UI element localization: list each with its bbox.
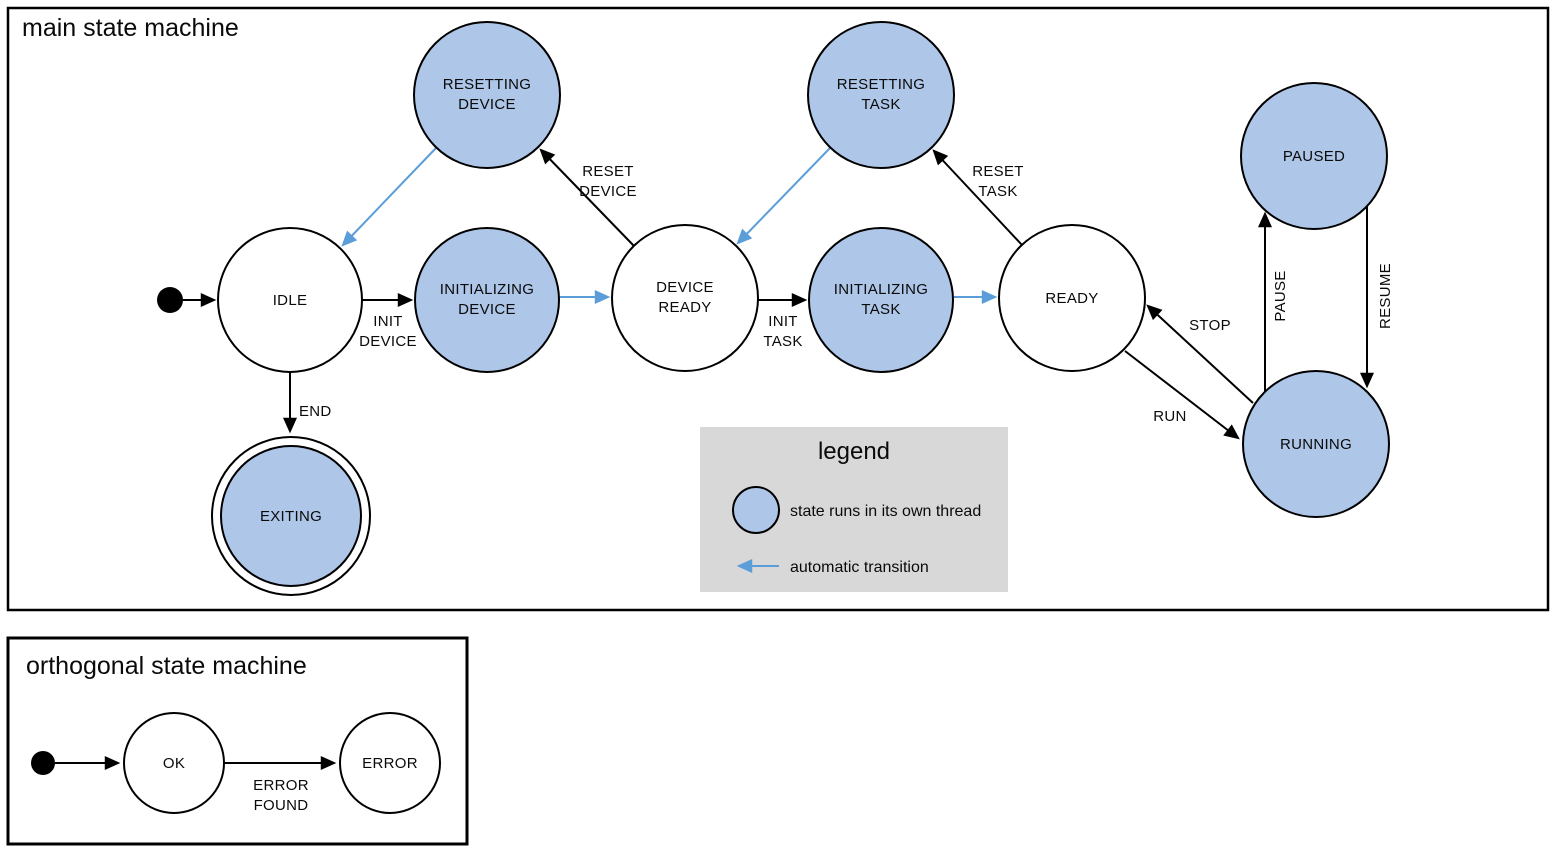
thread-state-icon — [732, 486, 780, 534]
main-state-machine: main state machine INIT DEVICE RESET DEV… — [6, 6, 1550, 612]
transition-end: END — [283, 372, 332, 434]
state-label: TASK — [861, 96, 900, 113]
state-label: OK — [163, 755, 185, 772]
transition-label: TASK — [978, 183, 1017, 200]
state-label: RESETTING — [443, 76, 532, 93]
orthogonal-machine-title: orthogonal state machine — [26, 652, 307, 680]
transition-reset-task: RESET TASK — [932, 149, 1024, 246]
legend-item-label: state runs in its own thread — [790, 503, 981, 520]
state-initializing-task: INITIALIZING TASK — [808, 227, 954, 373]
state-label: RESETTING — [837, 76, 926, 93]
transition-stop: STOP — [1146, 304, 1254, 404]
state-label: READY — [1045, 290, 1098, 307]
transition-label: RUN — [1153, 408, 1186, 425]
state-label: IDLE — [273, 292, 308, 309]
transition-label: END — [299, 403, 332, 420]
transition-label: DEVICE — [359, 333, 417, 350]
transition-label: RESUME — [1377, 263, 1394, 329]
state-running: RUNNING — [1242, 370, 1390, 518]
transition-auto-resetting-task-to-device-ready — [736, 147, 831, 245]
transition-init-task: INIT TASK — [758, 293, 808, 350]
legend-item-label: automatic transition — [790, 559, 929, 576]
state-device-ready: DEVICE READY — [611, 224, 759, 372]
transition-label: RESET — [972, 163, 1024, 180]
transition-label: RESET — [582, 163, 634, 180]
transition-label: DEVICE — [579, 183, 637, 200]
orthogonal-state-machine: orthogonal state machine ERROR FOUND OK … — [6, 636, 469, 846]
transition-auto-resetting-device-to-idle — [341, 147, 437, 247]
state-label: TASK — [861, 301, 900, 318]
transition-reset-device: RESET DEVICE — [539, 148, 637, 247]
legend-item-thread-state: state runs in its own thread — [732, 486, 981, 534]
state-label: DEVICE — [458, 301, 516, 318]
state-label: DEVICE — [458, 96, 516, 113]
transition-label: ERROR — [253, 777, 309, 794]
legend-box: legend state runs in its own thread auto… — [700, 427, 1008, 592]
state-resetting-task: RESETTING TASK — [807, 21, 955, 169]
transition-label: PAUSE — [1272, 270, 1289, 321]
transition-error-found: ERROR FOUND — [224, 756, 337, 814]
transition-label: FOUND — [254, 797, 309, 814]
initial-state-dot — [157, 287, 183, 313]
legend-item-auto-transition: automatic transition — [736, 559, 929, 576]
initial-state-dot — [31, 751, 55, 775]
state-label: DEVICE — [656, 279, 714, 296]
transition-init-device: INIT DEVICE — [359, 293, 417, 350]
state-error: ERROR — [339, 712, 441, 814]
transition-label: INIT — [373, 313, 403, 330]
transition-label: TASK — [763, 333, 802, 350]
transition-resume: RESUME — [1360, 206, 1394, 389]
state-label: RUNNING — [1280, 436, 1352, 453]
state-exiting-final: EXITING — [211, 436, 371, 596]
main-machine-title: main state machine — [22, 14, 239, 42]
state-label: INITIALIZING — [834, 281, 928, 298]
transition-label: STOP — [1189, 317, 1231, 334]
state-label: EXITING — [260, 508, 322, 525]
state-ok: OK — [123, 712, 225, 814]
state-label: PAUSED — [1283, 148, 1345, 165]
state-resetting-device: RESETTING DEVICE — [413, 21, 561, 169]
state-label: READY — [658, 299, 711, 316]
state-initializing-device: INITIALIZING DEVICE — [414, 227, 560, 373]
state-label: ERROR — [362, 755, 418, 772]
state-idle: IDLE — [217, 227, 363, 373]
state-ready: READY — [998, 224, 1146, 372]
state-paused: PAUSED — [1240, 82, 1388, 230]
transition-pause: PAUSE — [1258, 211, 1289, 392]
transition-label: INIT — [768, 313, 798, 330]
state-label: INITIALIZING — [440, 281, 534, 298]
transition-run: RUN — [1124, 350, 1240, 440]
legend-title: legend — [818, 438, 890, 465]
